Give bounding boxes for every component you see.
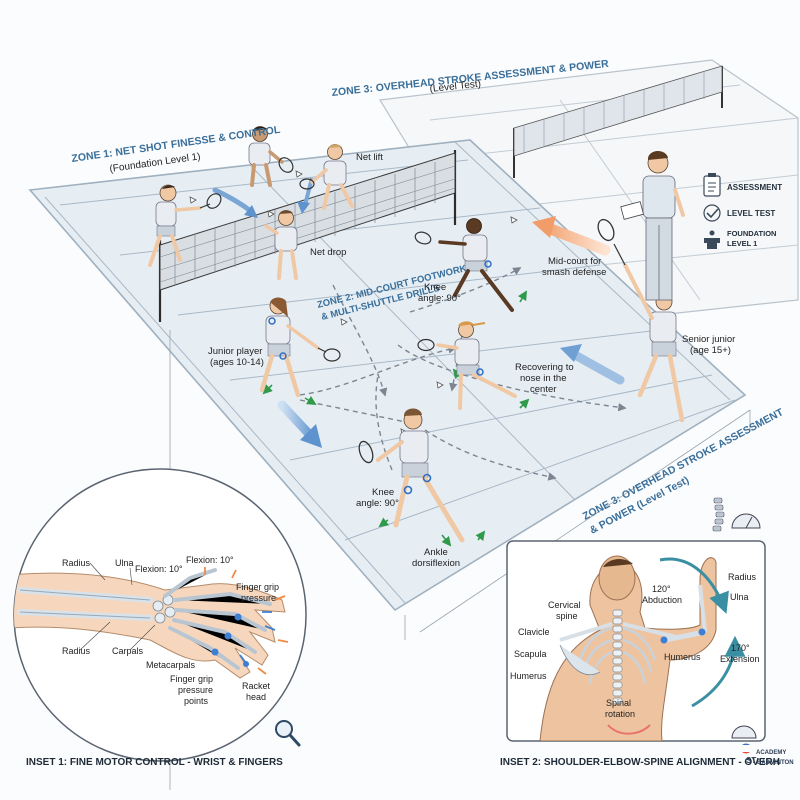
main-net (158, 150, 457, 322)
logo-mark: ST (746, 756, 756, 765)
knee-angle-label-2-line1: Knee (372, 487, 394, 498)
inset2-extension-line2: Extension (720, 654, 760, 664)
inset1-racket-line1: Racket (242, 681, 271, 691)
knee-angle-label-1-line1: Knee (424, 282, 446, 293)
ankle-label-line2: dorsiflexion (412, 558, 460, 569)
podium-icon (704, 230, 720, 249)
inset1-flexion-1: Flexion: 10° (135, 564, 183, 574)
search-icon (275, 720, 301, 747)
inset2-spinal-line1: Spinal (606, 698, 631, 708)
player-zone2-topright (414, 218, 514, 312)
clipboard-icon (703, 173, 721, 197)
logo-line1: ACADEMY (756, 750, 786, 756)
player-zone1-left (148, 184, 222, 267)
shuttlecock (295, 170, 303, 178)
player-zone2-bottom (358, 408, 465, 543)
inset2-extension-line1: 170° (731, 643, 750, 653)
inset2-cervical-line1: Cervical (548, 600, 581, 610)
player-zone1-back (248, 126, 294, 187)
inset2-abduction-line1: 120° (652, 584, 671, 594)
inset1-points-line1: Finger grip (170, 674, 213, 684)
player-zone2-girl (417, 321, 517, 410)
inset1-caption: INSET 1: FINE MOTOR CONTROL - WRIST & FI… (26, 757, 283, 768)
senior-junior-label-line2: (age 15+) (690, 345, 731, 356)
inset2-humerus-left: Humerus (510, 671, 547, 681)
inset1-points-line2: pressure (178, 685, 213, 695)
inset1-metacarpals: Metacarpals (146, 660, 196, 670)
inset2-caption: INSET 2: SHOULDER-ELBOW-SPINE ALIGNMENT … (500, 757, 780, 768)
shuttlecocks (189, 170, 518, 436)
inset1-carpals: Carpals (112, 646, 144, 656)
shuttlecock (189, 196, 197, 204)
inset1-labels: Radius Ulna Flexion: 10° Flexion: 10° Fi… (62, 555, 279, 706)
inset2-humerus-right: Humerus (664, 652, 701, 662)
player-junior-left (259, 297, 341, 398)
inset2-labels: Cervical spine Clavicle Scapula Humerus … (510, 572, 760, 719)
legend-level-test: LEVEL TEST (727, 209, 775, 218)
protractor-icon (731, 725, 757, 739)
inset1-radius-top: Radius (62, 558, 91, 568)
inset2-abduction-line2: Abduction (642, 595, 682, 605)
shuttlecock (340, 318, 348, 326)
knee-angle-label-2-line2: angle: 90° (356, 498, 399, 509)
player-zone1-netdrop (264, 210, 298, 280)
legend-foundation-line1: FOUNDATION (727, 229, 776, 238)
inset1-finger-grip-line2: pressure (241, 593, 276, 603)
legend: ASSESSMENT LEVEL TEST FOUNDATION LEVEL 1 (703, 173, 782, 249)
inset2-clavicle: Clavicle (518, 627, 550, 637)
senior-junior-label-line1: Senior junior (682, 334, 735, 345)
inset1-ulna: Ulna (115, 558, 134, 568)
knee-angle-label-1-line2: angle: 90° (418, 293, 461, 304)
spine-icon (712, 497, 725, 532)
inset1-flexion-2: Flexion: 10° (186, 555, 234, 565)
protractor-icon (731, 513, 761, 529)
shuttlecock (510, 216, 518, 224)
inset1-racket-line2: head (246, 692, 266, 702)
logo-line2: BADMINTON (757, 760, 794, 766)
recovering-label-line2: nose in the (520, 373, 566, 384)
inset1-finger-grip-line1: Finger grip (236, 582, 279, 592)
inset2-scapula: Scapula (514, 649, 547, 659)
inset1-radius-bottom: Radius (62, 646, 91, 656)
net-lift-label: Net lift (356, 152, 383, 163)
inset1-points-line3: points (184, 696, 209, 706)
ankle-label-line1: Ankle (424, 547, 448, 558)
back-net (513, 65, 723, 178)
recovering-label-line1: Recovering to (515, 362, 574, 373)
legend-foundation-line2: LEVEL 1 (727, 239, 757, 248)
shuttlecock (436, 381, 444, 389)
inset2-cervical-line2: spine (556, 611, 578, 621)
inset1-hand: Radius Ulna Flexion: 10° Flexion: 10° Fi… (13, 468, 307, 762)
player-zone1-netlift (299, 144, 354, 210)
recovering-label-line3: center (530, 384, 556, 395)
midcourt-label-line1: Mid-court for (548, 256, 601, 267)
inset2-spinal-line2: rotation (605, 709, 635, 719)
shuttlecock (267, 210, 275, 218)
court-annotations: Net lift Net drop Knee angle: 90° Junior… (208, 152, 735, 569)
junior-player-label-line2: (ages 10-14) (210, 357, 264, 368)
inset2-back: Cervical spine Clavicle Scapula Humerus … (506, 540, 766, 742)
zone3-top-subtitle: (Level Test) (429, 79, 481, 95)
net-drop-label: Net drop (310, 247, 346, 258)
midcourt-label-line2: smash defense (542, 267, 606, 278)
coach (620, 150, 685, 301)
academy-logo: ST ACADEMY BADMINTON (742, 743, 794, 766)
legend-assessment: ASSESSMENT (727, 183, 782, 192)
junior-player-label-line1: Junior player (208, 346, 262, 357)
checkmark-icon (703, 204, 721, 222)
inset2-ulna: Ulna (730, 592, 749, 602)
inset2-radius: Radius (728, 572, 757, 582)
